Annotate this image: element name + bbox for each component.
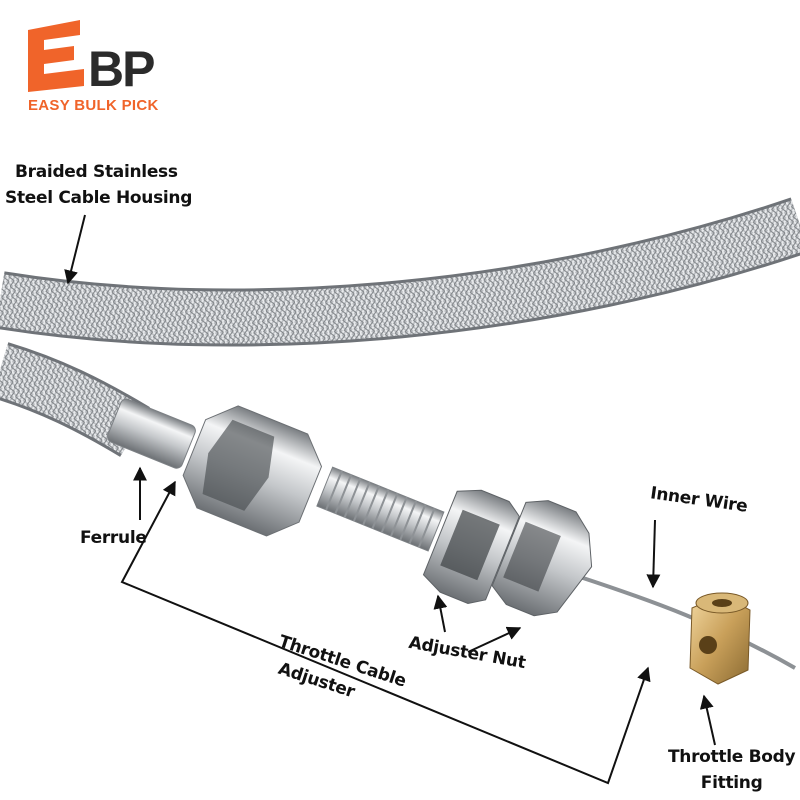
inner-wire: [579, 575, 796, 670]
throttle-body-fitting: [689, 592, 751, 685]
adjuster-body-left: [182, 405, 323, 537]
logo-graphic: BP: [28, 20, 156, 97]
label-throttle-fitting: Throttle Body Fitting: [668, 744, 796, 796]
brand-tagline: EASY BULK PICK: [28, 97, 159, 114]
callout-arrows: [64, 214, 716, 785]
label-throttle-fitting-line2: Fitting: [700, 773, 763, 793]
label-housing: Braided Stainless Steel Cable Housing: [5, 159, 192, 211]
braided-hose-upper: [0, 197, 800, 347]
threaded-shaft: [316, 466, 445, 552]
label-housing-line1: Braided Stainless: [15, 162, 178, 182]
label-throttle-fitting-line1: Throttle Body: [668, 747, 796, 767]
logo-letters: BP: [88, 41, 154, 97]
ferrule: [107, 398, 196, 469]
label-ferrule: Ferrule: [80, 528, 147, 548]
label-housing-line2: Steel Cable Housing: [5, 188, 193, 208]
